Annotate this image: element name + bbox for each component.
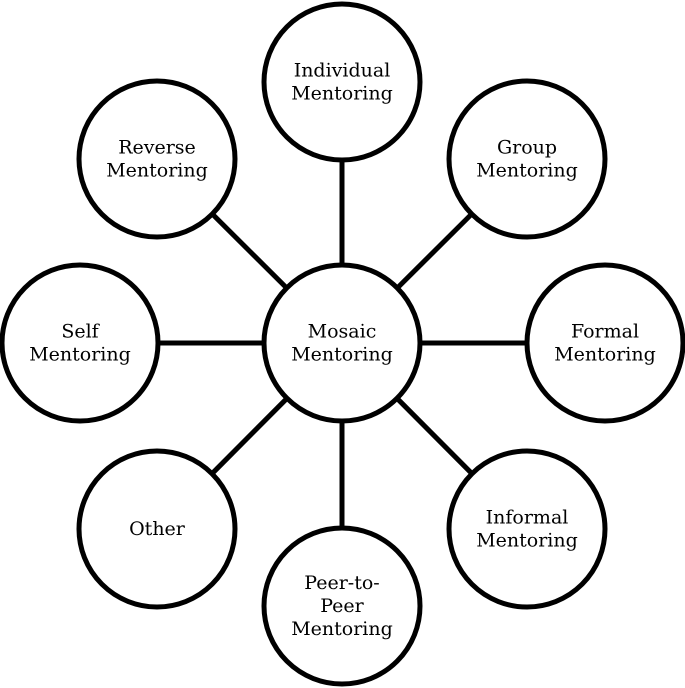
peer-to-peer-label-line: Peer	[320, 595, 364, 617]
group-label-line: Mentoring	[476, 160, 578, 182]
reverse-label-line: Mentoring	[106, 160, 208, 182]
informal-label-line: Mentoring	[476, 530, 578, 552]
connectors	[158, 160, 527, 528]
formal-circle	[524, 262, 685, 424]
connector-reverse	[210, 212, 289, 290]
center-circle	[261, 262, 423, 424]
individual-label-line: Individual	[294, 60, 391, 82]
other-node: Other	[76, 448, 238, 610]
connector-group	[395, 212, 474, 290]
formal-label-line: Mentoring	[554, 344, 656, 366]
self-label-line: Mentoring	[29, 344, 131, 366]
other-circle	[76, 448, 238, 610]
other-label-line: Other	[129, 518, 186, 540]
center-label-line: Mosaic	[308, 321, 377, 343]
group-circle	[446, 78, 608, 240]
peer-to-peer-label-line: Mentoring	[291, 618, 393, 640]
individual-label-line: Mentoring	[291, 83, 393, 105]
formal-label-line: Formal	[571, 321, 639, 343]
peer-to-peer-circle	[261, 525, 423, 687]
individual-circle	[261, 1, 423, 163]
informal-label-line: Informal	[486, 507, 569, 529]
reverse-label-line: Reverse	[118, 137, 196, 159]
peer-to-peer-label-line: Peer-to-	[304, 572, 379, 594]
reverse-circle	[76, 78, 238, 240]
self-circle	[0, 262, 161, 424]
center-label-line: Mentoring	[291, 344, 393, 366]
connector-informal	[395, 396, 474, 476]
informal-circle	[446, 448, 608, 610]
group-label-line: Group	[497, 137, 557, 159]
self-label-line: Self	[61, 321, 100, 343]
connector-other	[210, 396, 289, 476]
